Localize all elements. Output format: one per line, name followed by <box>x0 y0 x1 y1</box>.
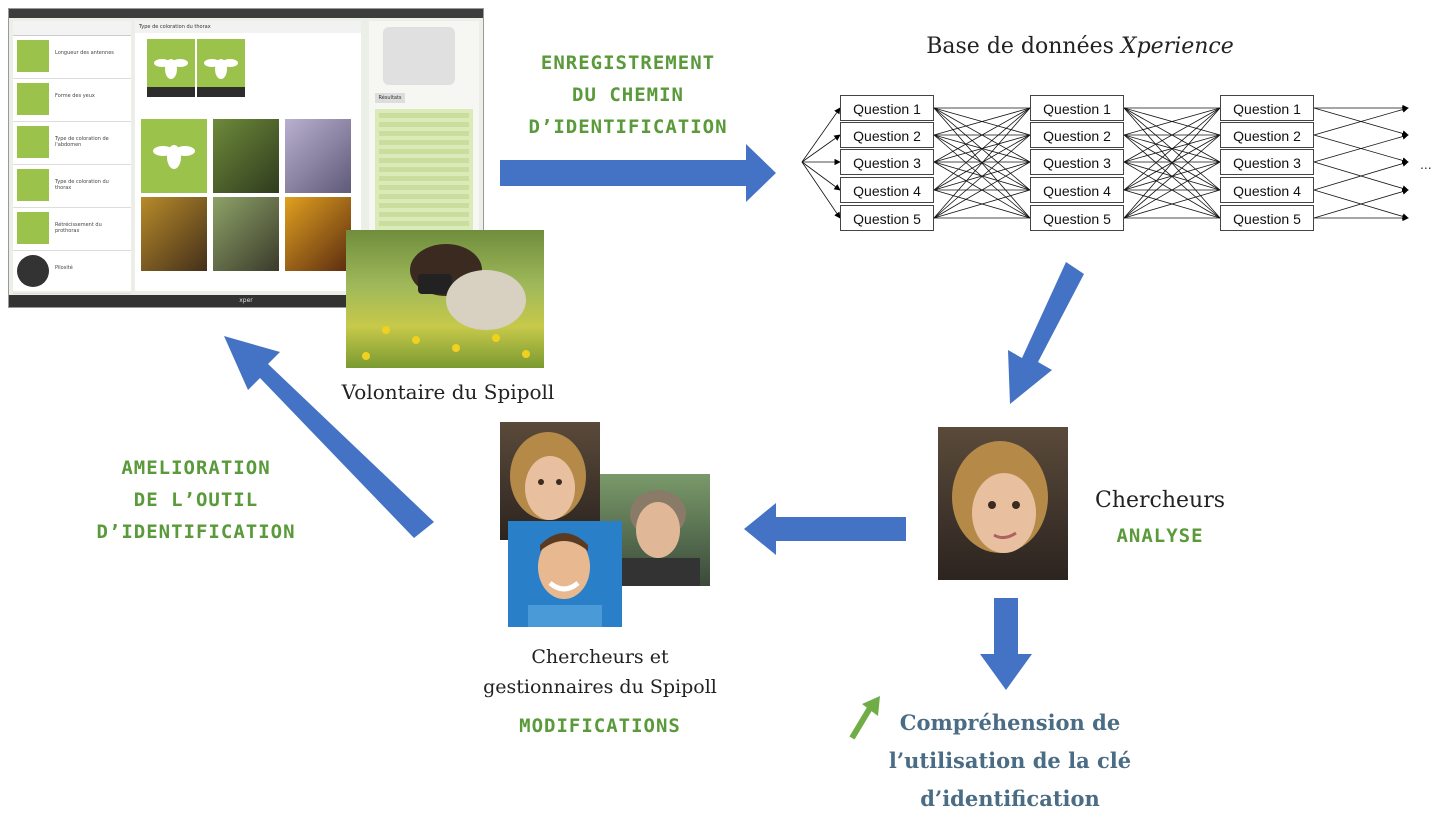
researcher-photo <box>938 427 1068 580</box>
app-left-item: Rétrécissement du prothorax <box>13 208 131 251</box>
bee-icon <box>197 39 245 97</box>
app-tab-row <box>13 21 131 36</box>
question-box: Question 2 <box>1030 122 1124 148</box>
bee-icon <box>147 39 195 97</box>
question-box: Question 5 <box>1030 205 1124 231</box>
question-box: Question 2 <box>840 122 934 148</box>
question-box: Question 3 <box>840 149 934 175</box>
xper-app-screenshot: Longueur des antennes Forme des yeux Typ… <box>8 8 484 308</box>
app-left-item: Forme des yeux <box>13 79 131 122</box>
insect-photo <box>213 197 279 271</box>
volontaire-label: Volontaire du Spipoll <box>341 380 555 404</box>
amelioration-label: AMELIORATION DE L’OUTIL D’IDENTIFICATION <box>96 457 296 543</box>
app-left-item: Type de coloration du thorax <box>13 165 131 208</box>
bee-icon <box>141 119 207 193</box>
question-box: Question 2 <box>1220 122 1314 148</box>
insect-photo <box>285 197 351 271</box>
results-button: Résultats <box>375 93 405 103</box>
app-left-item: Pilosité <box>13 251 131 294</box>
arrow-left-middle <box>744 503 906 555</box>
app-left-item: Longueur des antennes <box>13 36 131 79</box>
question-box: Question 4 <box>1030 177 1124 203</box>
xper-logo: xper <box>239 297 253 304</box>
question-box: Question 3 <box>1220 149 1314 175</box>
arrow-up-left <box>224 336 434 538</box>
chercheurs-label: Chercheurs <box>1094 488 1226 513</box>
question-box: Question 4 <box>1220 177 1314 203</box>
app-center-panel: Type de coloration du thorax <box>135 21 361 291</box>
question-box: Question 5 <box>840 205 934 231</box>
question-box: Question 4 <box>840 177 934 203</box>
arrow-right-top <box>500 144 776 202</box>
manager-photo <box>508 521 622 627</box>
app-left-item: Type de coloration de l'abdomen <box>13 122 131 165</box>
volunteer-photo <box>346 230 544 368</box>
database-title: Base de données Xperience <box>926 34 1234 59</box>
app-left-panel: Longueur des antennes Forme des yeux Typ… <box>13 21 131 294</box>
question-box: Question 1 <box>840 95 934 121</box>
insect-photo <box>213 119 279 193</box>
question-box: Question 1 <box>1220 95 1314 121</box>
insect-photo <box>285 119 351 193</box>
question-box: Question 1 <box>1030 95 1124 121</box>
camera-icon <box>383 27 455 85</box>
green-arrow-head <box>862 696 880 716</box>
chercheurs-gestionnaires-label: Chercheurs et gestionnaires du Spipoll <box>483 646 717 698</box>
question-box: Question 5 <box>1220 205 1314 231</box>
researcher-photo <box>500 422 600 540</box>
arrow-down-right <box>1008 262 1084 404</box>
analyse-label: ANALYSE <box>1116 525 1204 547</box>
app-title-bar <box>9 9 483 18</box>
modifications-label: MODIFICATIONS <box>519 715 681 737</box>
insect-photo <box>141 197 207 271</box>
green-arrow-icon <box>849 706 873 740</box>
question-box: Question 3 <box>1030 149 1124 175</box>
app-center-title: Type de coloration du thorax <box>135 21 361 33</box>
enregistrement-label: ENREGISTREMENT DU CHEMIN D’IDENTIFICATIO… <box>528 52 728 138</box>
ellipsis-label: ... <box>1420 156 1432 172</box>
arrow-down-bottom <box>980 598 1032 690</box>
question-network <box>801 104 1409 222</box>
